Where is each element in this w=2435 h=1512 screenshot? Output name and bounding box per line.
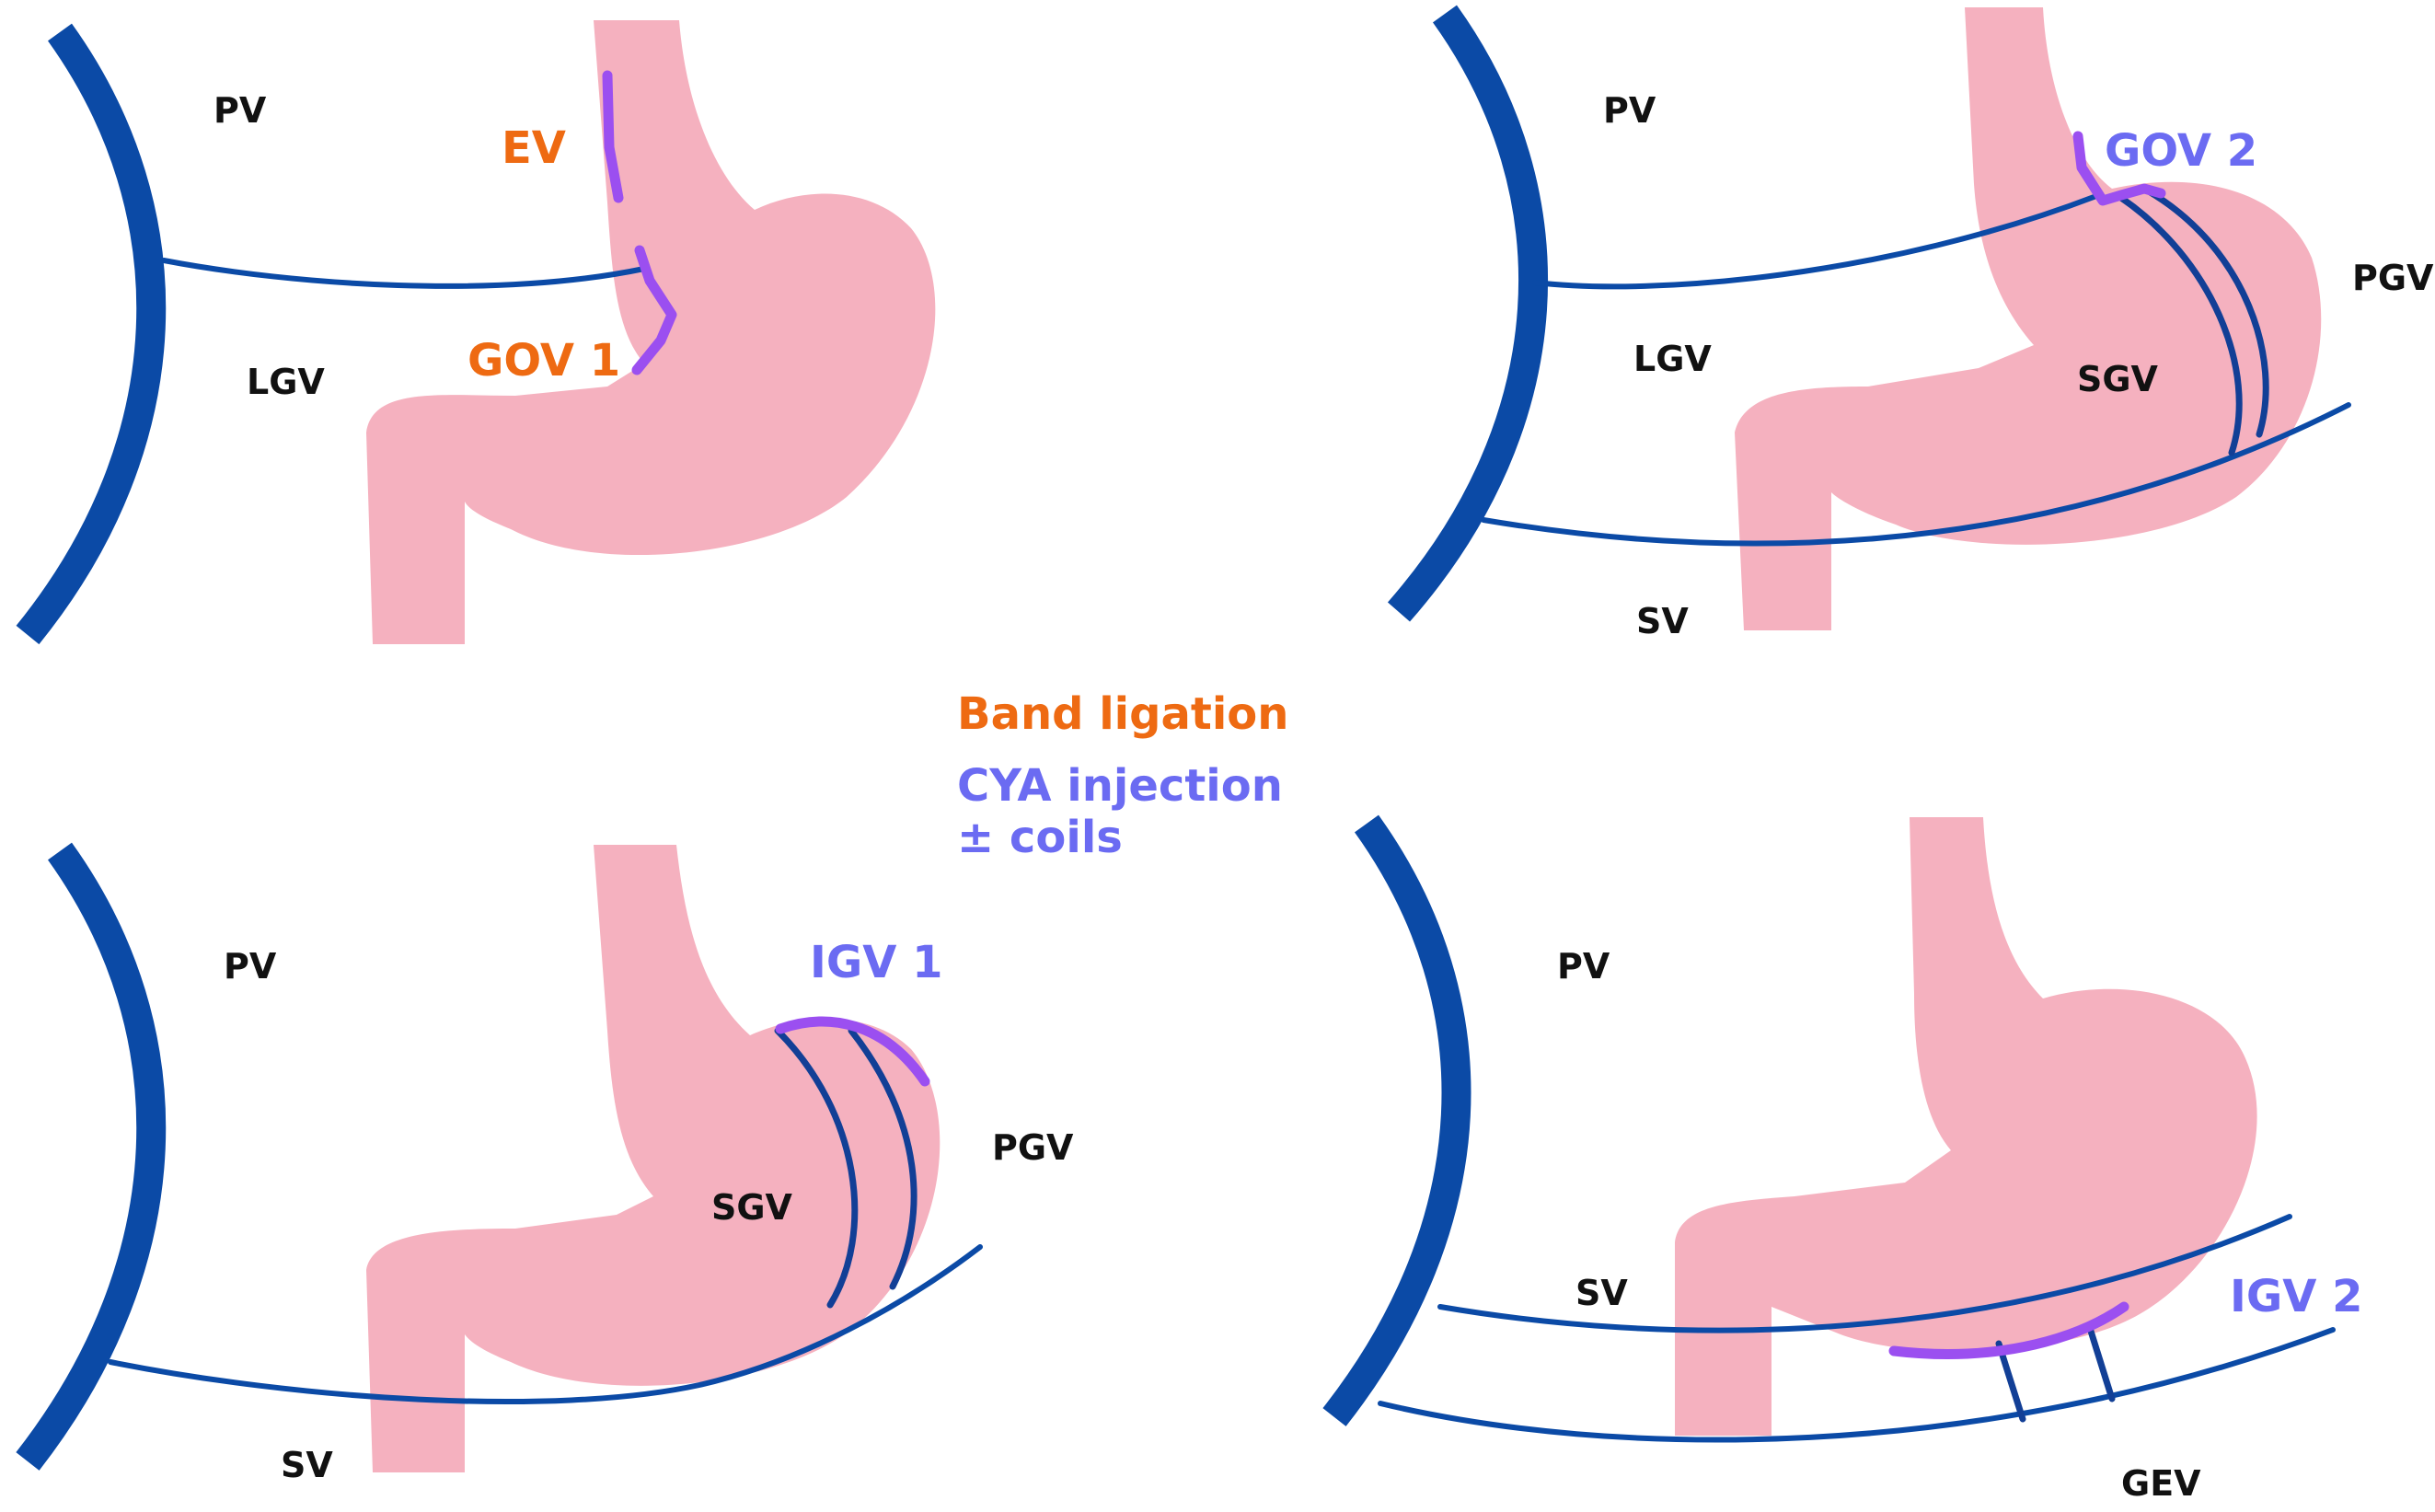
gastroepiploic-vein xyxy=(1378,1327,2336,1443)
sgv-label: SGV xyxy=(711,1187,793,1228)
igv1-label: IGV 1 xyxy=(810,937,943,988)
ev-label: EV xyxy=(502,122,566,174)
sgv-label: SGV xyxy=(2077,359,2159,399)
short-gastric-vein-1 xyxy=(2118,194,2243,456)
left-gastric-vein xyxy=(1532,193,2099,290)
panel-top-left: PV LGV EV GOV 1 xyxy=(16,20,936,645)
pv-label: PV xyxy=(213,90,267,131)
lgv-label: LGV xyxy=(1633,339,1712,379)
panel-bottom-right: PV SV IGV 2 GEV xyxy=(1322,814,2363,1504)
portal-vein xyxy=(16,23,167,645)
legend-coils: ± coils xyxy=(957,812,1123,863)
short-gastric-vein-1 xyxy=(774,1027,859,1309)
stomach xyxy=(366,845,941,1472)
panel-top-right: PV LGV GOV 2 PGV SGV SV xyxy=(1387,5,2434,641)
gov1-label: GOV 1 xyxy=(467,335,620,387)
collateral-vein-1 xyxy=(1995,1340,2026,1423)
gov2-label: GOV 2 xyxy=(2105,125,2257,177)
pgv-label: PGV xyxy=(992,1127,1074,1168)
pv-label: PV xyxy=(1603,90,1656,131)
splenic-vein xyxy=(108,1244,983,1405)
igv2-varix xyxy=(1888,1301,2129,1359)
gev-label: GEV xyxy=(2121,1463,2201,1504)
portal-vein xyxy=(1322,814,1471,1426)
splenic-vein xyxy=(1437,1214,2292,1333)
legend: Band ligation CYA injection ± coils xyxy=(957,688,1288,863)
stomach xyxy=(1675,817,2257,1436)
sv-label: SV xyxy=(1575,1273,1628,1313)
splenic-vein xyxy=(1481,402,2351,547)
lgv-label: LGV xyxy=(247,362,325,402)
short-gastric-vein-2 xyxy=(848,1027,917,1290)
left-gastric-vein xyxy=(161,258,647,289)
collateral-vein-2 xyxy=(2085,1322,2116,1402)
panel-bottom-left: PV IGV 1 PGV SGV SV xyxy=(16,842,1074,1485)
portal-vein xyxy=(16,842,167,1471)
portal-vein xyxy=(1387,5,1548,622)
esophageal-varix xyxy=(602,70,624,203)
gov2-varix xyxy=(2072,131,2166,206)
igv1-varix xyxy=(775,1016,930,1087)
pv-label: PV xyxy=(224,946,277,987)
sv-label: SV xyxy=(1636,601,1689,641)
legend-cya-injection: CYA injection xyxy=(957,760,1283,812)
pgv-label: PGV xyxy=(2352,258,2434,298)
stomach xyxy=(366,20,936,644)
short-gastric-vein-2 xyxy=(2145,188,2269,438)
stomach xyxy=(1735,7,2322,630)
pv-label: PV xyxy=(1557,946,1610,987)
igv2-label: IGV 2 xyxy=(2230,1271,2363,1322)
legend-band-ligation: Band ligation xyxy=(957,688,1288,740)
gov1-varix xyxy=(631,245,677,375)
sv-label: SV xyxy=(281,1445,333,1485)
